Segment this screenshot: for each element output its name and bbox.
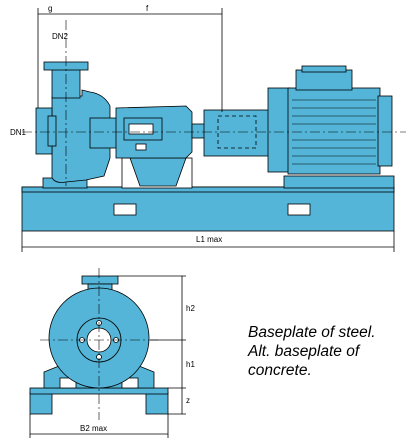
dn1-label: DN1 (10, 128, 27, 137)
dim-z-label: z (186, 396, 190, 405)
front-discharge-flange (81, 275, 119, 285)
caption-line-3: concrete. (248, 362, 312, 379)
dim-g-label: g (48, 4, 52, 13)
motor-end-cap (377, 95, 393, 167)
dim-f-label: f (146, 4, 149, 13)
bearing-bracket (89, 117, 121, 149)
motor-foot (283, 175, 395, 189)
pump-volute (51, 89, 111, 183)
side-baseplate (21, 186, 395, 232)
bearing-plate (128, 123, 154, 135)
front-foot-right (121, 377, 139, 389)
bearing-support (129, 157, 187, 187)
terminal-box (295, 69, 353, 91)
motor-flange (267, 87, 291, 173)
baseplate-slot-right (287, 203, 311, 216)
dim-l1-label: L1 max (196, 235, 222, 244)
dim-h1-label: h1 (186, 360, 195, 369)
front-base-right (145, 391, 169, 415)
motor-fins (292, 99, 376, 165)
dn2-label: DN2 (52, 32, 69, 41)
caption-line-1: Baseplate of steel. (248, 324, 376, 341)
front-foot-left (59, 377, 77, 389)
caption-line-2: Alt. baseplate of (248, 343, 360, 360)
baseplate-slot-left (113, 203, 137, 216)
caption: Baseplate of steel. Alt. baseplate of co… (248, 323, 418, 380)
front-view (29, 268, 186, 438)
side-baseplate-top (21, 186, 395, 193)
front-base-left (29, 391, 53, 415)
side-view (21, 8, 406, 252)
coupling-guard (203, 109, 273, 157)
bearing-plug (135, 143, 147, 151)
terminal-box-lid (301, 65, 347, 73)
motor-body (287, 87, 381, 175)
dim-h2-label: h2 (186, 304, 195, 313)
dim-b2-label: B2 max (80, 424, 107, 433)
suction-neck (47, 115, 57, 147)
